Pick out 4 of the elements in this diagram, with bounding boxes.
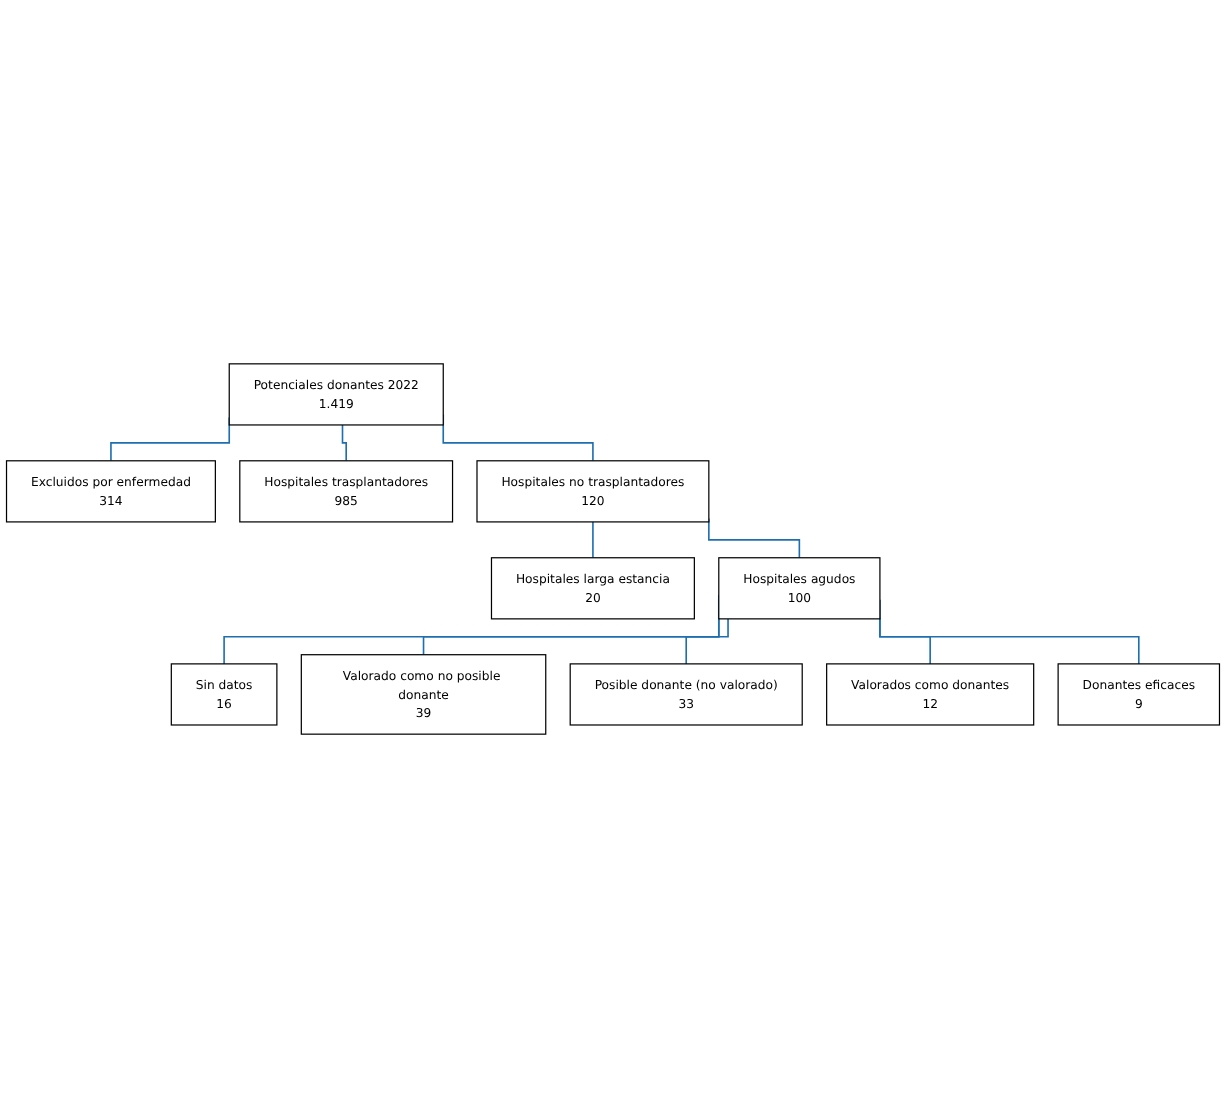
connector [685, 618, 729, 665]
connector [592, 521, 594, 559]
connector [341, 424, 347, 462]
connector [708, 517, 801, 559]
